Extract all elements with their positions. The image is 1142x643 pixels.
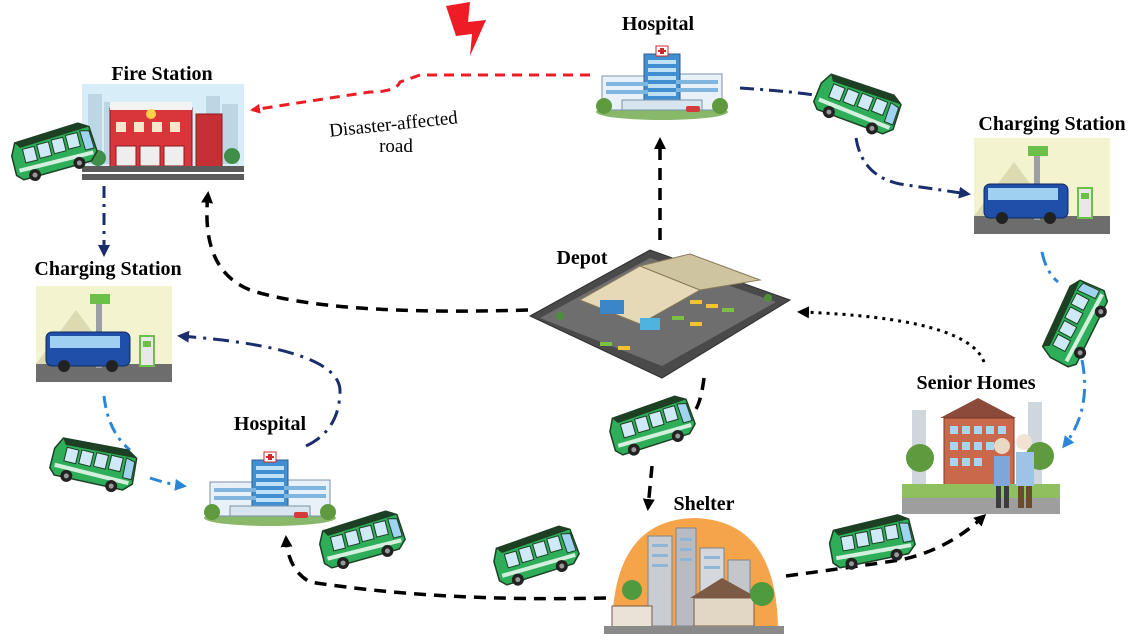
bus-depot <box>604 392 700 462</box>
route-shelter-to-senior-homes <box>785 513 987 578</box>
shelter-label: Shelter <box>673 493 734 515</box>
bus-charging-right <box>1035 274 1118 373</box>
route-bus-to-shelter <box>642 465 655 511</box>
fire-station-label: Fire Station <box>111 63 212 85</box>
hospital-bottom-node: Hospital <box>203 413 337 527</box>
lightning-bolt-icon <box>446 2 486 56</box>
bus-hospital-top <box>809 67 906 144</box>
hospital-bottom-label: Hospital <box>234 413 307 435</box>
route-depot-to-shelter <box>688 377 706 418</box>
hospital-bottom-image <box>203 451 337 527</box>
hospital-top-image <box>595 45 729 121</box>
charging-station-right-image <box>973 137 1111 235</box>
route-hospital-to-charging-left <box>177 330 342 448</box>
route-charging-left-to-hospital <box>102 395 131 452</box>
charging-station-right-label: Charging Station <box>978 113 1125 135</box>
disaster-affected-road <box>250 73 590 114</box>
charging-station-left-node: Charging Station <box>34 258 182 383</box>
route-bus-to-charging-right <box>854 137 971 199</box>
depot-label: Depot <box>556 247 607 269</box>
route-hospital-to-charging-right <box>739 86 821 98</box>
senior-homes-label: Senior Homes <box>916 372 1035 394</box>
bus-charging-left <box>46 431 141 499</box>
senior-homes-node: Senior Homes <box>902 372 1060 514</box>
route-charging-right-down <box>1040 251 1059 284</box>
fire-station-node: Fire Station <box>82 63 244 180</box>
bus-shelter-left <box>488 522 584 592</box>
route-bus-to-hospital-bottom <box>149 476 187 491</box>
route-shelter-to-hospital <box>280 535 607 601</box>
route-depot-to-fire-station <box>201 191 529 313</box>
charging-station-right-node: Charging Station <box>973 113 1126 235</box>
route-to-senior-homes <box>1062 359 1087 449</box>
disaster-road-label-line2: road <box>379 136 413 157</box>
hospital-top-label: Hospital <box>622 13 695 35</box>
depot-node: Depot <box>528 247 792 379</box>
hospital-top-node: Hospital <box>595 13 729 121</box>
shelter-node: Shelter <box>604 493 784 634</box>
route-senior-homes-to-depot <box>797 306 986 363</box>
charging-station-left-image <box>35 285 173 383</box>
charging-station-left-label: Charging Station <box>34 258 181 280</box>
